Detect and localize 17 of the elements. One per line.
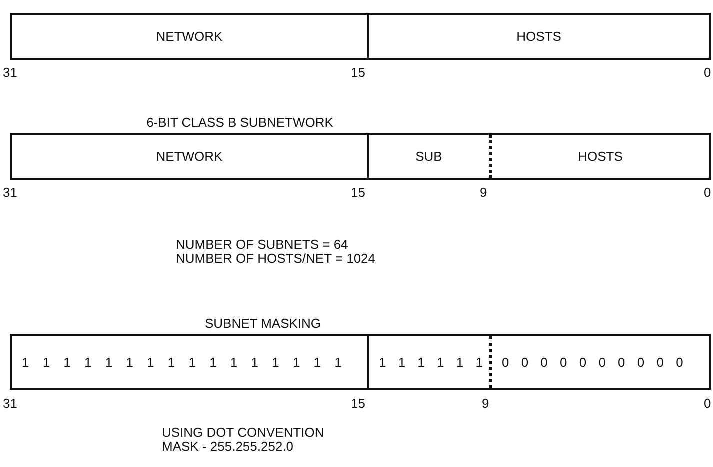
- annotation-text: NUMBER OF HOSTS/NET = 1024: [176, 251, 376, 266]
- annotation-text: 9: [482, 396, 490, 411]
- annotation-text: 15: [351, 396, 366, 411]
- annotation-text: MASK - 255.255.252.0: [162, 439, 294, 454]
- annotation-text: 6-BIT CLASS B SUBNETWORK: [146, 115, 334, 130]
- annotation-text: 31: [3, 396, 18, 411]
- annotation-text: 31: [3, 185, 18, 200]
- annotation-text: 0: [704, 185, 712, 200]
- annotation-text: SUBNET MASKING: [204, 316, 322, 331]
- annotation-text: NUMBER OF SUBNETS = 64: [176, 237, 348, 252]
- annotation-text: 15: [351, 65, 366, 80]
- annotation-text: 0: [704, 396, 712, 411]
- annotation-text: 0: [704, 65, 712, 80]
- annotation-text: USING DOT CONVENTION: [162, 425, 324, 440]
- annotation-text: 31: [3, 65, 18, 80]
- annotation-text: 9: [480, 185, 488, 200]
- annotation-text: 15: [351, 185, 366, 200]
